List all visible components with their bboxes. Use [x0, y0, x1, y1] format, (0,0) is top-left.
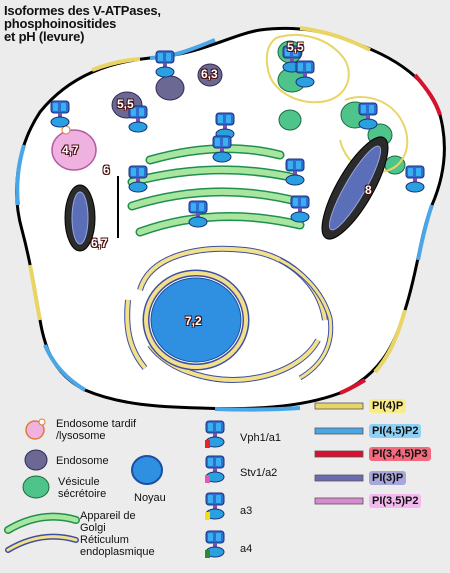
legend-late-endosome: Endosome tardif /lysosome — [56, 418, 137, 442]
legend-isoform-a3: a3 — [240, 505, 253, 517]
ph-endosome-2: 6,3 — [201, 67, 218, 81]
ph-secretory: 5,5 — [287, 40, 304, 54]
ph-endosome-1: 5,5 — [117, 97, 134, 111]
title-line-3: et pH (levure) — [4, 29, 85, 44]
ph-mitochondrion: 8 — [365, 183, 372, 197]
legend-secretory: Vésicule sécrétoire — [58, 476, 107, 500]
ph-golgi-bottom: 6,7 — [91, 236, 108, 250]
title-line-1: Isoformes des V-ATPases, — [4, 3, 161, 18]
legend-endosome: Endosome — [56, 455, 109, 467]
legend-lipid-pi3p: PI(3)P — [369, 471, 407, 485]
legend-lipid-pi4p: PI(4)P — [369, 399, 407, 413]
ph-late-endosome: 4,7 — [62, 143, 79, 157]
legend-er: Réticulum endoplasmique — [80, 534, 155, 558]
ph-nucleus: 7,2 — [185, 314, 202, 328]
legend-isoform-stv1: Stv1/a2 — [240, 467, 278, 479]
legend-golgi: Appareil de Golgi — [80, 510, 136, 534]
legend-lipid-pi45p2: PI(4,5)P2 — [369, 424, 422, 438]
legend-isoform-vph1: Vph1/a1 — [240, 432, 281, 444]
title-line-2: phosphoinositides — [4, 16, 117, 31]
legend-nucleus: Noyau — [134, 492, 166, 504]
legend-lipid-pi35p2: PI(3,5)P2 — [369, 494, 422, 508]
ph-golgi-top: 6 — [103, 163, 110, 177]
legend-lipid-pi345p3: PI(3,4,5)P3 — [369, 447, 431, 461]
legend-isoform-a4: a4 — [240, 543, 253, 555]
